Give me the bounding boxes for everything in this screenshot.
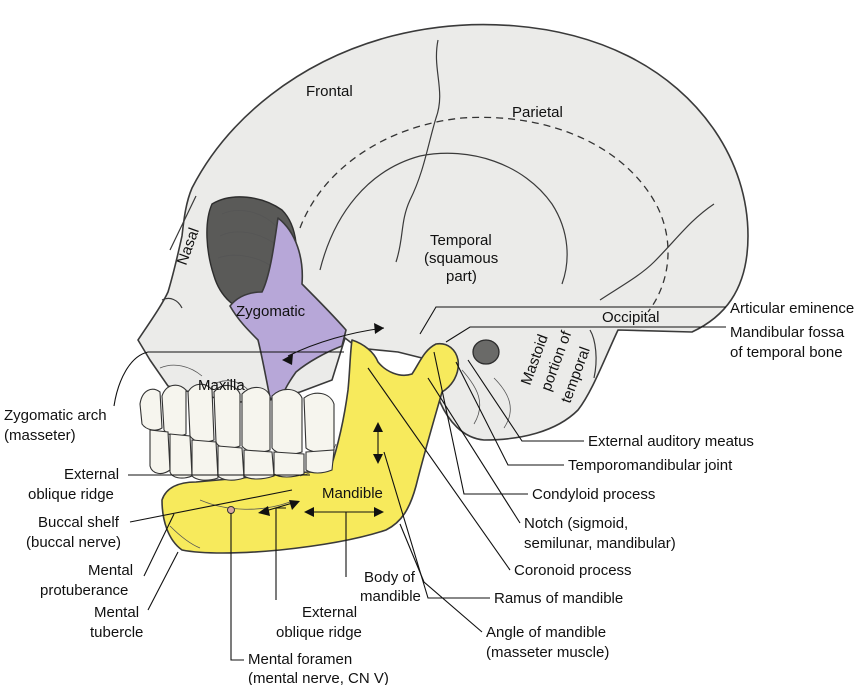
- callout-external-auditory-meatus: External auditory meatus: [588, 433, 754, 450]
- callout-zygomatic-arch-1: Zygomatic arch: [4, 407, 107, 424]
- auditory-meatus: [472, 339, 500, 365]
- tooth: [271, 388, 303, 455]
- callout-buccal-shelf-1: Buccal shelf: [38, 514, 120, 531]
- tooth: [243, 449, 275, 480]
- tooth: [273, 451, 305, 478]
- tooth: [161, 384, 187, 437]
- callout-ext-oblique-bottom-1: External: [302, 604, 357, 621]
- label-temporal-3: part): [446, 268, 477, 285]
- tooth: [139, 388, 163, 431]
- nasal-suture: [161, 195, 197, 309]
- squamosal-suture: [319, 152, 568, 285]
- label-zygomatic: Zygomatic: [236, 303, 306, 320]
- tooth: [305, 449, 335, 474]
- callout-ext-oblique-left-2: oblique ridge: [28, 486, 114, 503]
- callout-coronoid-process: Coronoid process: [514, 562, 632, 579]
- tooth: [191, 439, 219, 481]
- tooth: [241, 386, 271, 453]
- tooth: [303, 392, 335, 453]
- callout-mental-protuberance-1: Mental: [88, 562, 133, 579]
- callout-mental-foramen-1: Mental foramen: [248, 651, 352, 668]
- temporal-line: [299, 116, 669, 313]
- tooth: [149, 429, 171, 475]
- callout-ramus: Ramus of mandible: [494, 590, 623, 607]
- upper-teeth: [139, 383, 335, 455]
- callout-mental-tubercle-1: Mental: [94, 604, 139, 621]
- callout-body-of-mandible-1: Body of: [364, 569, 416, 586]
- callout-mental-protuberance-2: protuberance: [40, 582, 128, 599]
- callout-body-of-mandible-2: mandible: [360, 588, 421, 605]
- callout-temporomandibular-joint: Temporomandibular joint: [568, 457, 733, 474]
- callout-mandibular-fossa-1: Mandibular fossa: [730, 324, 845, 341]
- label-parietal: Parietal: [512, 104, 563, 121]
- callout-mandibular-fossa-2: of temporal bone: [730, 344, 843, 361]
- callout-condyloid-process: Condyloid process: [532, 486, 655, 503]
- lower-teeth: [149, 429, 335, 481]
- callout-buccal-shelf-2: (buccal nerve): [26, 534, 121, 551]
- tooth: [169, 433, 193, 479]
- label-temporal-2: (squamous: [424, 250, 498, 267]
- tooth: [217, 445, 245, 481]
- mental-foramen-dot: [227, 506, 235, 514]
- mastoid-detail: [461, 369, 511, 429]
- callout-notch-2: semilunar, mandibular): [524, 535, 676, 552]
- callout-notch-1: Notch (sigmoid,: [524, 515, 628, 532]
- callout-mental-foramen-2: (mental nerve, CN V): [248, 670, 389, 685]
- occipital-suture: [589, 329, 597, 379]
- callout-angle-1: Angle of mandible: [486, 624, 606, 641]
- callout-ext-oblique-bottom-2: oblique ridge: [276, 624, 362, 641]
- callout-ext-oblique-left-1: External: [64, 466, 119, 483]
- callout-angle-2: (masseter muscle): [486, 644, 609, 661]
- leader-lines: [113, 306, 726, 661]
- label-mandible: Mandible: [322, 485, 383, 502]
- label-maxilla: Maxilla: [198, 377, 245, 394]
- callout-zygomatic-arch-2: (masseter): [4, 427, 76, 444]
- label-frontal: Frontal: [306, 83, 353, 100]
- lambdoid-suture: [599, 203, 715, 301]
- label-temporal-1: Temporal: [430, 232, 492, 249]
- callout-articular-eminence: Articular eminence: [730, 300, 854, 317]
- label-occipital: Occipital: [602, 309, 660, 326]
- mandible-shape: [161, 339, 460, 554]
- tooth: [187, 383, 215, 443]
- tooth: [213, 384, 241, 449]
- coronal-suture: [395, 39, 441, 263]
- callout-mental-tubercle-2: tubercle: [90, 624, 143, 641]
